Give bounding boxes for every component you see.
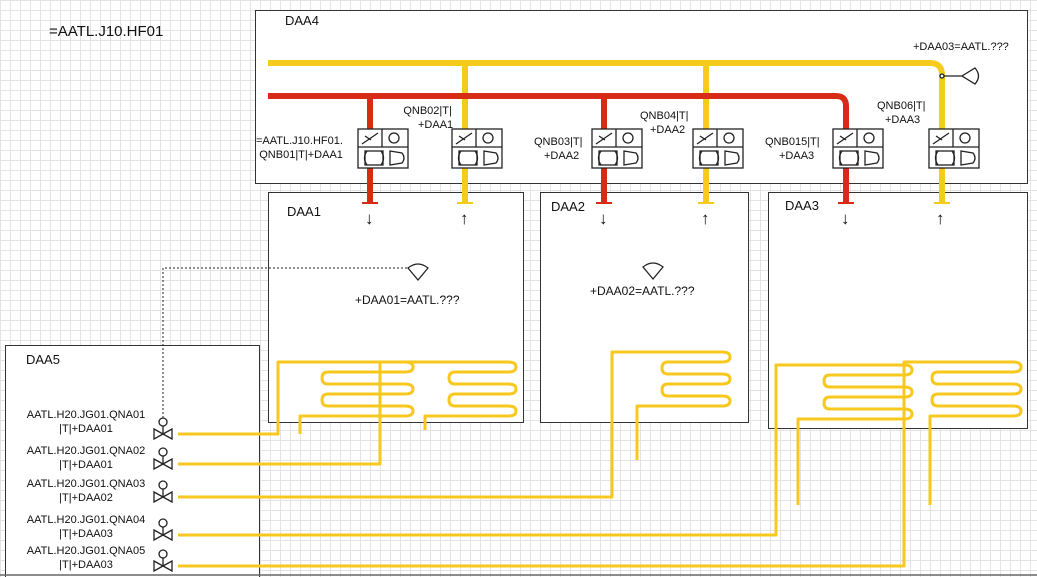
valve-label-qnb015: QNB015|T|+DAA3 — [765, 136, 820, 162]
room-sensor-daa1-icon — [407, 263, 429, 282]
loop-daa03-b — [178, 360, 1023, 568]
valve-group — [357, 128, 980, 169]
valve-qnb03-icon — [591, 128, 643, 169]
loop-valve-group — [153, 417, 173, 573]
page-title: =AATL.J10.HF01 — [49, 23, 164, 40]
valve-label-qnb06: QNB06|T|+DAA3 — [877, 100, 926, 126]
supply-header — [268, 93, 849, 203]
valve-qnb04-icon — [692, 128, 744, 169]
zone-daa4-label: DAA4 — [285, 13, 319, 28]
header-sensor-label: +DAA03=AATL.??? — [913, 41, 1009, 53]
loop-valve-qna03-icon — [153, 480, 173, 504]
loop-valve-qna02-icon — [153, 447, 173, 471]
loop-valve-label-qna01: AATL.H20.JG01.QNA01|T|+DAA01 — [26, 409, 146, 435]
loop-daa01-a — [178, 360, 415, 436]
flow-arrow-down-daa2: ↓ — [599, 209, 608, 228]
loop-valve-label-qna02: AATL.H20.JG01.QNA02|T|+DAA01 — [26, 445, 146, 471]
valve-label-qnb03: QNB03|T|+DAA2 — [534, 136, 583, 162]
flow-arrow-down-daa3: ↓ — [841, 209, 850, 228]
zone-daa5-label: DAA5 — [26, 352, 60, 367]
valve-label-qnb01: =AATL.J10.HF01.QNB01|T|+DAA1 — [256, 135, 343, 161]
room-sensor-daa1-label: +DAA01=AATL.??? — [355, 293, 460, 307]
loop-valve-qna01-icon — [153, 417, 173, 441]
sensor-signal-line — [162, 267, 407, 425]
zone-daa5-box — [5, 345, 260, 577]
valve-qnb06-icon — [928, 128, 980, 169]
floor-heating-loops — [178, 350, 1023, 568]
valve-qnb02-icon — [451, 128, 503, 169]
room-sensor-daa2-icon — [642, 262, 664, 281]
zone-daa3-box — [768, 192, 1028, 429]
flow-arrow-up-daa2: ↑ — [701, 209, 710, 228]
loop-valve-qna05-icon — [153, 549, 173, 573]
flow-arrow-down-daa1: ↓ — [365, 209, 374, 228]
flow-arrow-up-daa1: ↑ — [460, 209, 469, 228]
valve-label-qnb02: QNB02|T|+DAA1 — [403, 105, 454, 131]
loop-daa02 — [178, 350, 732, 499]
loop-daa01-b — [178, 360, 518, 466]
loop-valve-label-qna03: AATL.H20.JG01.QNA03|T|+DAA02 — [26, 478, 146, 504]
header-end-sensor-icon — [939, 67, 980, 85]
loop-valve-qna04-icon — [153, 518, 173, 542]
flow-arrow-up-daa3: ↑ — [936, 209, 945, 228]
zone-daa3-label: DAA3 — [785, 198, 819, 213]
loop-daa03-a — [178, 363, 914, 537]
loop-valve-label-qna05: AATL.H20.JG01.QNA05|T|+DAA03 — [26, 545, 146, 571]
room-sensor-icons — [407, 262, 664, 282]
zone-daa1-label: DAA1 — [287, 204, 321, 219]
valve-qnb01-icon — [357, 128, 409, 169]
room-sensor-daa2-label: +DAA02=AATL.??? — [590, 284, 695, 298]
zone-daa2-label: DAA2 — [551, 199, 585, 214]
loop-valve-label-qna04: AATL.H20.JG01.QNA04|T|+DAA03 — [26, 514, 146, 540]
valve-qnb015-icon — [832, 128, 884, 169]
valve-label-qnb04: QNB04|T|+DAA2 — [640, 110, 689, 136]
